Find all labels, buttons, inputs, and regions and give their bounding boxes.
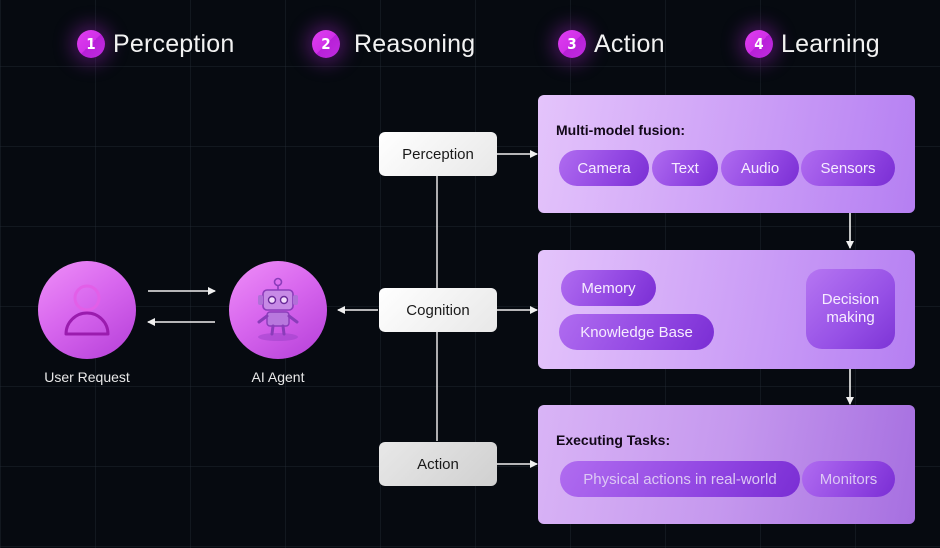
pill-text: Text (652, 150, 718, 186)
user-circle (38, 261, 136, 359)
step-number-badge: 4 (745, 30, 773, 58)
step-number-badge: 2 (312, 30, 340, 58)
user-request-node: User Request (38, 261, 136, 385)
user-icon (64, 284, 110, 336)
perception-stage-box: Perception (379, 132, 497, 176)
pill-physical-actions: Physical actions in real-world (560, 461, 800, 497)
perception-panel: Multi-model fusion: Camera Text Audio Se… (538, 95, 915, 213)
step-perception: 1 Perception (77, 26, 235, 62)
cognition-panel: Memory Knowledge Base Decision making (538, 250, 915, 369)
step-action: 3 Action (558, 26, 665, 62)
step-label: Perception (113, 29, 235, 58)
pill-knowledge-base: Knowledge Base (559, 314, 714, 350)
step-number-badge: 3 (558, 30, 586, 58)
robot-icon (257, 277, 299, 341)
step-label: Action (594, 29, 665, 58)
cognition-stage-box: Cognition (379, 288, 497, 332)
ai-agent-label: AI Agent (251, 369, 305, 385)
decision-making-box: Decision making (806, 269, 895, 349)
action-panel: Executing Tasks: Physical actions in rea… (538, 405, 915, 524)
user-request-label: User Request (44, 369, 130, 385)
step-learning: 4 Learning (745, 26, 880, 62)
ai-agent-node: AI Agent (229, 261, 327, 385)
pill-sensors: Sensors (801, 150, 895, 186)
step-label: Learning (781, 29, 880, 58)
agent-circle (229, 261, 327, 359)
step-number-badge: 1 (77, 30, 105, 58)
step-reasoning: 2 Reasoning (312, 26, 475, 62)
pill-memory: Memory (561, 270, 656, 306)
perception-panel-title: Multi-model fusion: (556, 122, 686, 138)
pill-monitors: Monitors (802, 461, 895, 497)
pill-audio: Audio (721, 150, 799, 186)
step-label: Reasoning (354, 29, 476, 58)
action-stage-box: Action (379, 442, 497, 486)
pill-camera: Camera (559, 150, 649, 186)
action-panel-title: Executing Tasks: (556, 432, 671, 448)
